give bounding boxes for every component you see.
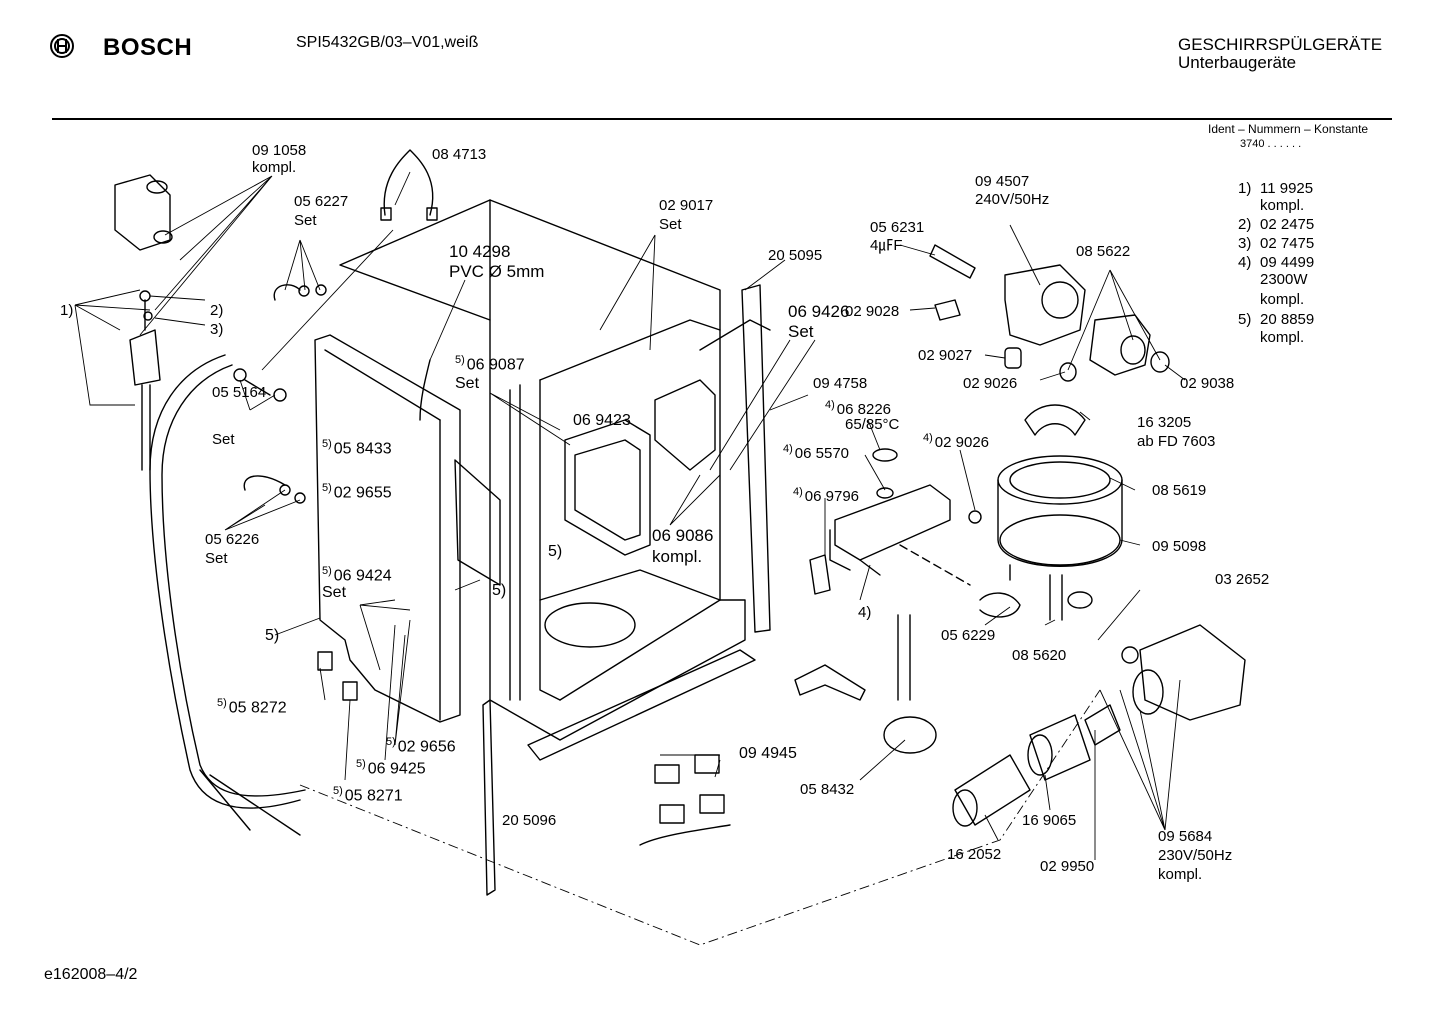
key-label-5-seal: 5) bbox=[492, 582, 507, 599]
part-label-058433: 5)05 8433 bbox=[322, 438, 392, 458]
part-label-205096: 20 5096 bbox=[502, 812, 557, 829]
part-label-065570: 4)06 5570 bbox=[783, 443, 850, 462]
part-label-069796: 4)06 9796 bbox=[793, 486, 860, 505]
part-label-095684-suffix: kompl. bbox=[1158, 866, 1203, 883]
part-label-058272: 5)05 8272 bbox=[217, 697, 287, 717]
part-label-058432: 05 8432 bbox=[800, 781, 855, 798]
part-label-029028: 02 9028 bbox=[845, 303, 900, 320]
part-label-068226-suffix: 65/85°C bbox=[845, 416, 900, 433]
legend-item-3: 3)02 7475 bbox=[1238, 235, 1315, 252]
key-label-5-dispenser: 5) bbox=[548, 543, 563, 560]
legend-item-1: 1)11 9925 bbox=[1238, 180, 1314, 197]
part-label-169065: 16 9065 bbox=[1022, 812, 1077, 829]
part-label-069426-suffix: Set bbox=[788, 322, 814, 341]
ident-label: Ident – Nummern – Konstante bbox=[1208, 122, 1369, 136]
part-label-104298-suffix: PVC Ø 5mm bbox=[449, 262, 545, 281]
part-label-205095: 20 5095 bbox=[768, 247, 823, 264]
header-divider bbox=[52, 118, 1392, 120]
part-label-029026-heater: 4)02 9026 bbox=[923, 432, 990, 451]
part-label-056226: 05 6226 bbox=[205, 531, 260, 548]
part-label-094945: 09 4945 bbox=[739, 745, 797, 762]
part-label-029038: 02 9038 bbox=[1180, 375, 1235, 392]
part-label-163205-suffix: ab FD 7603 bbox=[1137, 433, 1216, 450]
ident-value: 3740 . . . . . . bbox=[1240, 138, 1302, 150]
part-label-091058: 09 1058 bbox=[252, 142, 307, 159]
model-number: SPI5432GB/03–V01,weiß bbox=[296, 34, 479, 51]
legend-item-5: 5)20 8859 bbox=[1238, 311, 1315, 328]
part-label-056227-suffix: Set bbox=[294, 212, 317, 229]
part-label-069087-suffix: Set bbox=[455, 375, 480, 392]
part-label-055164-suffix: Set bbox=[212, 431, 235, 448]
part-label-069086: 06 9086 bbox=[652, 526, 714, 545]
part-label-069087: 5)06 9087 bbox=[455, 354, 525, 374]
legend-item-5-line2: kompl. bbox=[1260, 329, 1305, 346]
part-label-056226-suffix: Set bbox=[205, 550, 228, 567]
legend-item-2: 2)02 2475 bbox=[1238, 216, 1315, 233]
part-label-104298: 10 4298 bbox=[449, 242, 511, 261]
part-label-085619: 08 5619 bbox=[1152, 482, 1207, 499]
part-label-094758: 09 4758 bbox=[813, 375, 868, 392]
key-label-4: 4) bbox=[858, 604, 872, 621]
part-label-056231: 05 6231 bbox=[870, 219, 925, 236]
part-label-056229: 05 6229 bbox=[941, 627, 996, 644]
legend-item-4: 4)09 4499 bbox=[1238, 254, 1315, 271]
part-label-029017-suffix: Set bbox=[659, 216, 682, 233]
document-id: e162008–4/2 bbox=[44, 966, 138, 983]
key-label-2: 2) bbox=[210, 302, 224, 319]
part-label-094507: 09 4507 bbox=[975, 173, 1030, 190]
part-label-029026-pump: 02 9026 bbox=[963, 375, 1018, 392]
part-label-029655: 5)02 9655 bbox=[322, 482, 392, 502]
key-label-5-door: 5) bbox=[265, 627, 280, 644]
part-label-069425: 5)06 9425 bbox=[356, 758, 426, 778]
part-label-056227: 05 6227 bbox=[294, 193, 349, 210]
part-label-162052: 16 2052 bbox=[947, 846, 1002, 863]
brand-name: BOSCH bbox=[103, 34, 193, 61]
key-label-1: 1) bbox=[60, 302, 74, 319]
part-label-056231-suffix: 4㎌F bbox=[870, 237, 903, 254]
part-label-163205: 16 3205 bbox=[1137, 414, 1192, 431]
part-label-069424-suffix: Set bbox=[322, 584, 347, 601]
legend-item-4-line3: kompl. bbox=[1260, 291, 1305, 308]
part-label-084713: 08 4713 bbox=[432, 146, 487, 163]
part-label-068226: 4)06 8226 bbox=[825, 399, 892, 418]
part-label-029017: 02 9017 bbox=[659, 197, 714, 214]
key-label-3: 3) bbox=[210, 321, 224, 338]
legend-item-4-line2: 2300W bbox=[1260, 271, 1308, 288]
part-label-029950: 02 9950 bbox=[1040, 858, 1095, 875]
part-label-085620: 08 5620 bbox=[1012, 647, 1067, 664]
category-title: GESCHIRRSPÜLGERÄTE bbox=[1178, 35, 1383, 54]
part-label-095684: 09 5684 bbox=[1158, 828, 1213, 845]
part-label-094507-suffix: 240V/50Hz bbox=[975, 191, 1050, 208]
part-label-029027: 02 9027 bbox=[918, 347, 973, 364]
part-label-069086-suffix: kompl. bbox=[652, 547, 703, 566]
part-label-095098: 09 5098 bbox=[1152, 538, 1207, 555]
part-label-069423: 06 9423 bbox=[573, 412, 631, 429]
part-label-032652: 03 2652 bbox=[1215, 571, 1270, 588]
part-label-055164: 05 5164 bbox=[212, 384, 267, 401]
part-label-069426: 06 9426 bbox=[788, 302, 850, 321]
category-subtitle: Unterbaugeräte bbox=[1178, 53, 1297, 72]
part-label-069424: 5)06 9424 bbox=[322, 565, 392, 585]
part-label-091058-suffix: kompl. bbox=[252, 159, 297, 176]
part-label-058271: 5)05 8271 bbox=[333, 785, 403, 805]
legend-item-1-line2: kompl. bbox=[1260, 197, 1305, 214]
part-label-095684-voltage: 230V/50Hz bbox=[1158, 847, 1233, 864]
part-label-085622: 08 5622 bbox=[1076, 243, 1131, 260]
part-label-029656: 5)02 9656 bbox=[386, 736, 456, 756]
